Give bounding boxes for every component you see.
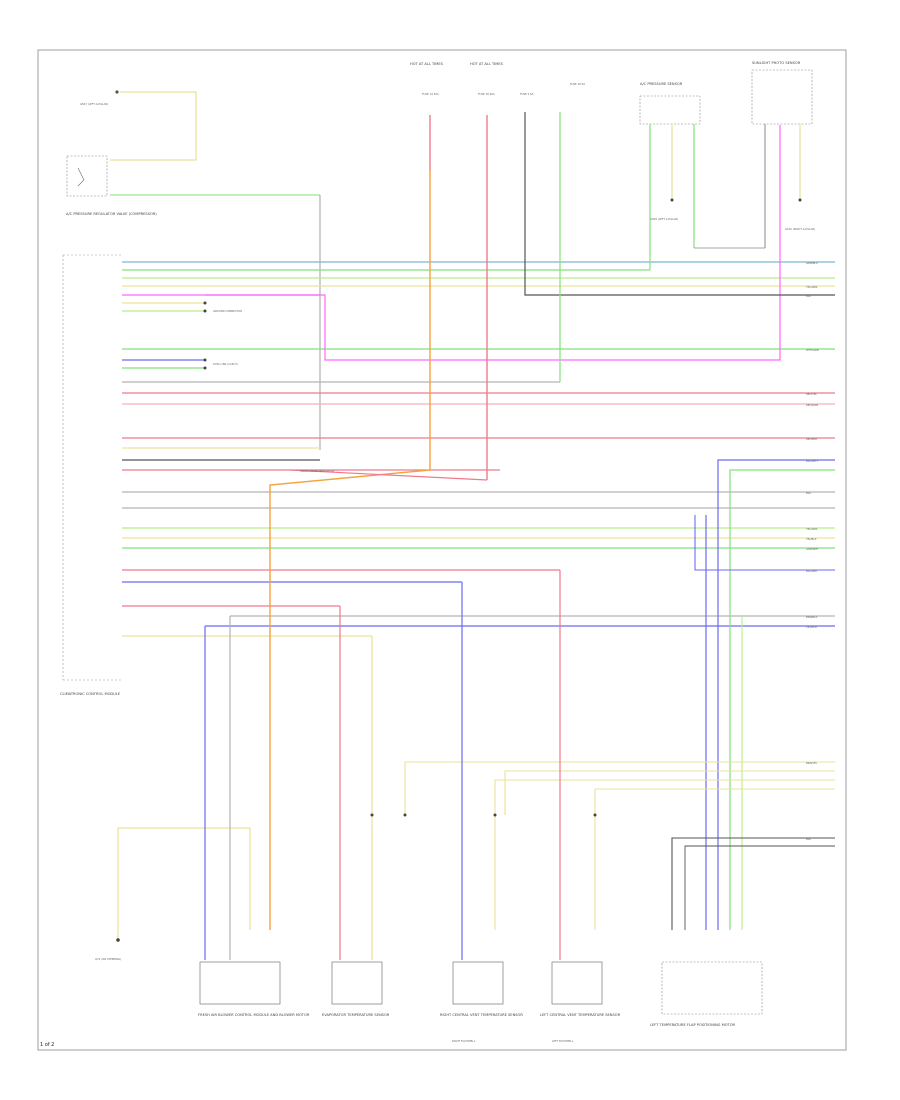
wire-code-4: WHT/GRN	[806, 348, 819, 352]
wire-code-7: RED/BLK	[806, 437, 818, 441]
harness-horizontal	[122, 261, 835, 637]
ground-wire-top-left	[110, 91, 197, 161]
wire-code-9: BLK	[806, 491, 811, 495]
lower-yellow-bus	[404, 761, 835, 930]
blower-motor-label: FRESH AIR BLOWER CONTROL MODULE AND BLOW…	[198, 1013, 310, 1017]
fuse-feed-black	[524, 112, 835, 296]
fuse-label-mid: FUSE 4 5A	[520, 92, 534, 96]
side-left-label: LEFT FOOTWELL	[552, 1039, 574, 1043]
side-right-label: RIGHT FOOTWELL	[452, 1039, 476, 1043]
left-vent-sensor-box	[551, 961, 603, 1005]
wire-code-6: RED/GRN	[806, 403, 818, 407]
ac-pressure-sensor-label: A/C PRESSURE SENSOR	[640, 82, 683, 86]
hot-label-left: HOT AT ALL TIMES	[410, 62, 444, 66]
right-green-wire	[729, 469, 835, 930]
ground-connectors-label: GROUND CONNECTOR	[213, 309, 242, 313]
evap-sensor-box	[331, 961, 383, 1005]
evap-sensor-label: EVAPORATOR TEMPERATURE SENSOR	[322, 1013, 390, 1017]
sensor-symbol	[77, 167, 85, 187]
ac-pressure-sensor	[66, 155, 108, 197]
sunlight-sensor-label: SUNLIGHT PHOTO SENSOR	[752, 61, 801, 65]
wire-code-14: BRN/BLK	[806, 615, 818, 619]
feed-right-red-down	[289, 469, 488, 481]
wire-code-15: VIO/RED	[806, 625, 817, 629]
ac-pressure-sensor-connector	[639, 95, 701, 125]
wire-code-3: BLK	[806, 294, 811, 298]
wire-code-2: YEL/GRN	[806, 285, 817, 289]
fuse-label-mid2: FUSE 18 5A	[570, 82, 585, 86]
right-blue-loop	[694, 515, 835, 571]
climatronic-module-label: CLIMATRONIC CONTROL MODULE	[60, 692, 121, 696]
right-vent-sensor-box	[452, 961, 504, 1005]
wire-code-5: RED/YEL	[806, 392, 818, 396]
can-high-label: DATA LINK (CAN-H)	[213, 362, 238, 366]
ground-bottom-left-label: G72 (ON STEERING)	[95, 957, 121, 961]
ground-right-blk-label: G510 (RIGHT A-PILLAR)	[785, 227, 815, 231]
left-vent-sensor-label: LEFT CENTRAL VENT TEMPERATURE SENSOR	[540, 1013, 621, 1017]
wire-code-16: BRN/YEL	[806, 761, 818, 765]
right-vent-sensor-label: RIGHT CENTRAL VENT TEMPERATURE SENSOR	[440, 1013, 523, 1017]
wire-code-10: YEL/GRN	[806, 527, 817, 531]
ground-terminal-top-left	[115, 90, 119, 94]
wire-code-13: BLU/RED	[806, 569, 817, 573]
ac-pressure-regulator-label: A/C PRESSURE REGULATOR VALVE (COMPRESSOR…	[66, 212, 157, 216]
wire-code-1: GRN/BLU	[806, 261, 818, 265]
ground-left-blk-label: G509 (LEFT A-PILLAR)	[650, 217, 678, 221]
diagram-border	[37, 49, 847, 1051]
left-temp-flap-label: LEFT TEMPERATURE FLAP POSITIONING MOTOR	[650, 1023, 736, 1027]
left-temp-flap-box	[661, 961, 763, 1015]
ground-wire-bottom-left	[117, 827, 251, 940]
hot-label-right: HOT AT ALL TIMES	[470, 62, 504, 66]
right-blue-wire	[717, 459, 835, 930]
blower-relay-label: FRESH AIR BLOWER RELAY	[300, 469, 335, 473]
black-bus-bottom-right	[671, 837, 835, 930]
wire-code-12: GRN/WHT	[806, 547, 819, 551]
component-drops	[204, 570, 561, 960]
wire-code-17: BLK	[806, 837, 811, 841]
feed-left-orange-down	[269, 469, 431, 930]
ground-top-left-label: G507 (LEFT A-PILLAR)	[80, 102, 108, 106]
fuse-label-right: FUSE 18 40A	[478, 92, 495, 96]
page-number: 1 of 2	[40, 1042, 54, 1048]
splice-dots	[116, 198, 802, 942]
sunlight-sensor-connector	[751, 69, 813, 125]
pink-wire	[205, 125, 781, 361]
wire-code-11: YEL/BLK	[806, 537, 817, 541]
wire-code-8: BLU/WHT	[806, 459, 818, 463]
blower-motor-module	[199, 961, 281, 1005]
fuse-label-left: FUSE 14 30A	[422, 92, 439, 96]
